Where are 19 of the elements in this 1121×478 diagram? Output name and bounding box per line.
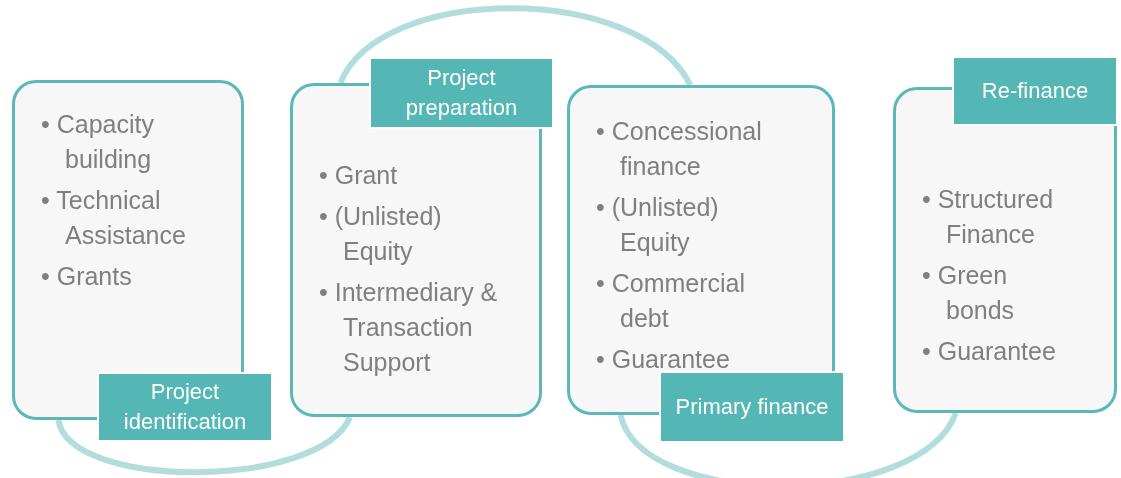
stage-label: Re-finance <box>952 56 1118 126</box>
stage-label: Primary finance <box>659 371 845 443</box>
bullet-item: • Technical Assistance <box>41 185 187 251</box>
bullet-item: • (Unlisted) Equity <box>596 192 720 258</box>
stage-label: Project identification <box>97 372 273 442</box>
connector-curve <box>55 415 353 476</box>
bullet-item: • (Unlisted) Equity <box>319 201 443 267</box>
bullet-item: • Green bonds <box>922 260 1016 326</box>
bullet-item: • Grant <box>319 160 399 191</box>
connector-curve <box>617 411 959 478</box>
bullet-item: • Commercial debt <box>596 268 747 334</box>
bullet-item: • Intermediary & Transaction Support <box>319 277 499 378</box>
bullet-item: • Capacity building <box>41 109 155 175</box>
stage-label: Project preparation <box>369 57 554 129</box>
bullet-item: • Grants <box>41 261 133 292</box>
connector-curve <box>337 5 693 87</box>
bullet-item: • Concessional finance <box>596 116 763 182</box>
bullet-item: • Guarantee <box>922 336 1057 367</box>
bullet-item: • Structured Finance <box>922 184 1055 250</box>
